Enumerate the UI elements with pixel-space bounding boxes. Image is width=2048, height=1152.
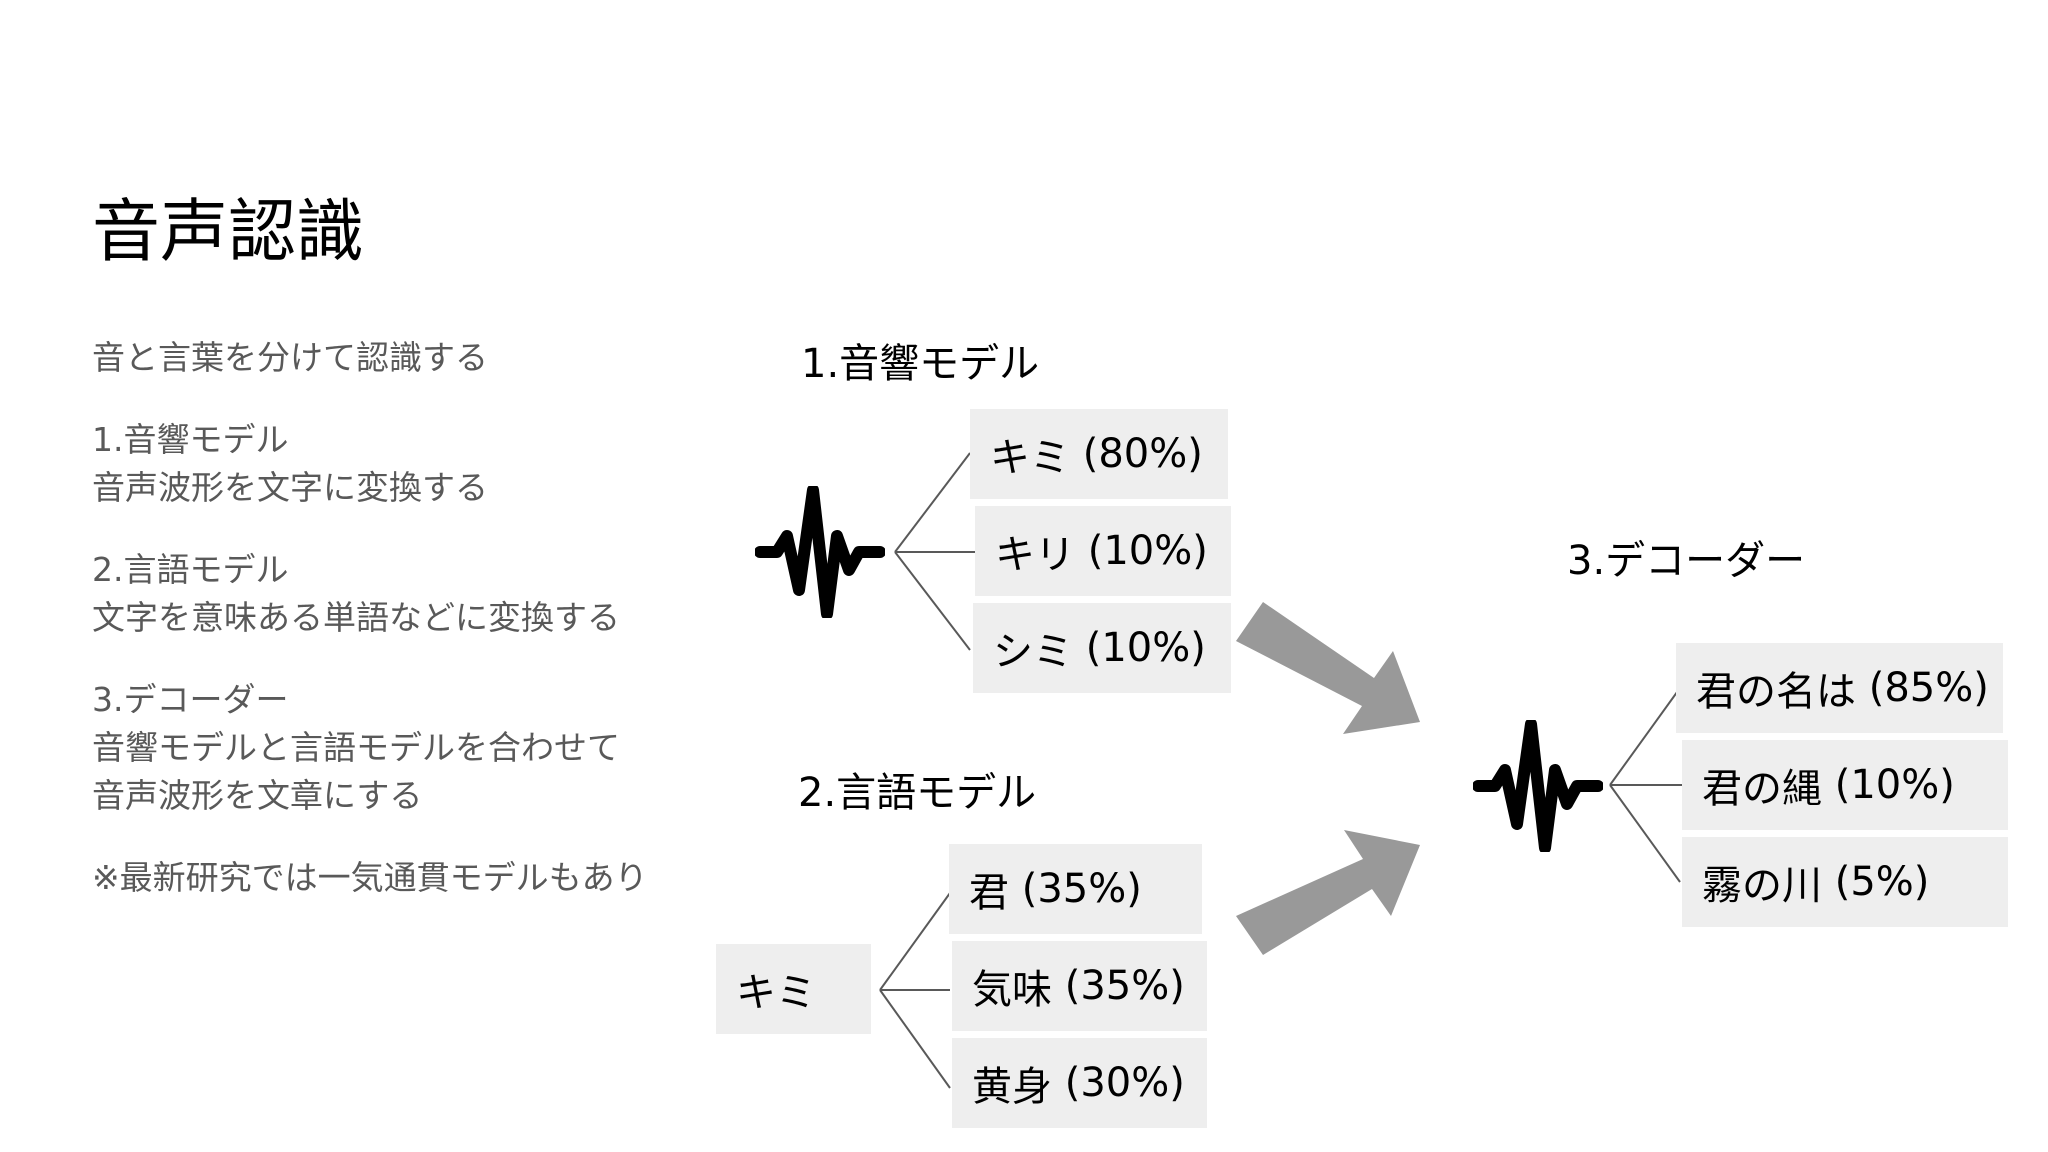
arrow-acoustic-to-decoder bbox=[1236, 602, 1420, 734]
candidate-prob: 10% bbox=[1101, 625, 1191, 671]
intro-paragraph: 2.言語モデル 文字を意味ある単語などに変換する bbox=[92, 546, 712, 642]
language-input: キミ bbox=[716, 944, 871, 1034]
candidate-text: 君 bbox=[969, 870, 1009, 916]
decoder-heading: 3.デコーダー bbox=[1567, 538, 1806, 584]
intro-paragraph: 音と言葉を分けて認識する bbox=[92, 334, 712, 382]
acoustic-candidate: キミ (80%) bbox=[970, 409, 1228, 499]
acoustic-candidate: シミ (10%) bbox=[973, 603, 1231, 693]
candidate-text: キリ bbox=[995, 532, 1075, 578]
candidate-prob: 10% bbox=[1103, 528, 1193, 574]
intro-line: 音と言葉を分けて認識する bbox=[92, 338, 488, 377]
acoustic-candidate: キリ (10%) bbox=[975, 506, 1231, 596]
language-model-heading: 2.言語モデル bbox=[798, 770, 1037, 816]
candidate-prob: 5% bbox=[1850, 859, 1914, 905]
intro-paragraph: 1.音響モデル 音声波形を文字に変換する bbox=[92, 416, 712, 512]
candidate-text: シミ bbox=[993, 629, 1073, 675]
candidate-text: 君の縄 bbox=[1702, 766, 1822, 812]
connector-line bbox=[894, 452, 971, 553]
arrow-language-to-decoder bbox=[1236, 830, 1420, 955]
intro-line: ※最新研究では一気通貫モデルもあり bbox=[92, 858, 648, 897]
language-candidate: 気味 (35%) bbox=[952, 941, 1207, 1031]
acoustic-model-heading: 1.音響モデル bbox=[801, 341, 1040, 387]
connector-line bbox=[1609, 784, 1681, 883]
candidate-text: 霧の川 bbox=[1702, 863, 1822, 909]
connector-line bbox=[1609, 687, 1681, 786]
intro-text: 音と言葉を分けて認識する 1.音響モデル 音声波形を文字に変換する 2.言語モデ… bbox=[92, 334, 712, 936]
candidate-text: 気味 bbox=[972, 967, 1052, 1013]
language-candidate: 黄身 (30%) bbox=[952, 1038, 1207, 1128]
intro-line: 1.音響モデル bbox=[92, 420, 289, 459]
candidate-prob: 10% bbox=[1850, 762, 1940, 808]
candidate-prob: 30% bbox=[1080, 1060, 1170, 1106]
language-candidate: 君 (35%) bbox=[949, 844, 1202, 934]
intro-line: 音声波形を文字に変換する bbox=[92, 468, 488, 507]
language-input-text: キミ bbox=[736, 970, 816, 1016]
decoder-candidate: 君の縄 (10%) bbox=[1682, 740, 2008, 830]
connector-line bbox=[894, 551, 971, 651]
intro-paragraph: 3.デコーダー 音響モデルと言語モデルを合わせて 音声波形を文章にする bbox=[92, 676, 712, 820]
intro-line: 2.言語モデル bbox=[92, 550, 289, 589]
candidate-text: 君の名は bbox=[1696, 669, 1856, 715]
candidate-text: キミ bbox=[990, 435, 1070, 481]
intro-line: 音声波形を文章にする bbox=[92, 776, 423, 815]
intro-line: 3.デコーダー bbox=[92, 680, 289, 719]
waveform-icon bbox=[1473, 720, 1603, 852]
connector-line bbox=[879, 989, 951, 1089]
candidate-prob: 85% bbox=[1884, 665, 1974, 711]
intro-paragraph: ※最新研究では一気通貫モデルもあり bbox=[92, 854, 712, 902]
waveform-icon bbox=[755, 486, 885, 618]
candidate-prob: 80% bbox=[1098, 431, 1188, 477]
candidate-prob: 35% bbox=[1037, 866, 1127, 912]
candidate-text: 黄身 bbox=[972, 1064, 1052, 1110]
decoder-candidate: 君の名は (85%) bbox=[1676, 643, 2003, 733]
decoder-candidate: 霧の川 (5%) bbox=[1682, 837, 2008, 927]
slide-title: 音声認識 bbox=[92, 193, 365, 272]
intro-line: 文字を意味ある単語などに変換する bbox=[92, 598, 620, 637]
intro-line: 音響モデルと言語モデルを合わせて bbox=[92, 728, 620, 767]
connector-line bbox=[879, 892, 951, 991]
candidate-prob: 35% bbox=[1080, 963, 1170, 1009]
